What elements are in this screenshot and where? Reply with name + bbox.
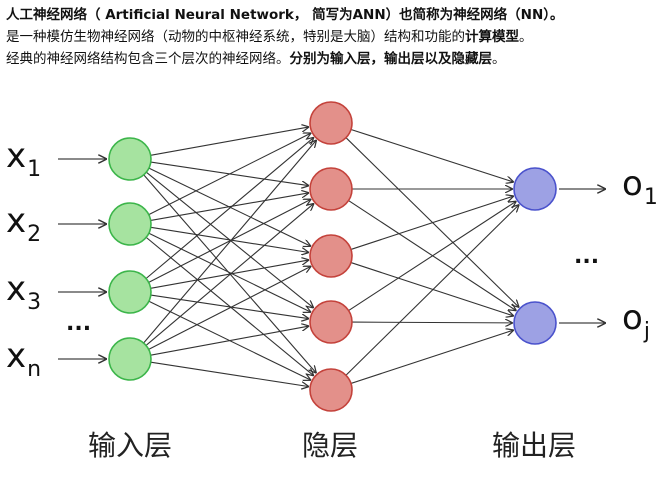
edge-hidden-5-output-2 [350, 330, 513, 384]
edge-input-2-hidden-4 [148, 232, 310, 312]
io-labels: x1 x2 x3 xn o1 oj [6, 136, 658, 382]
input-node-2 [108, 202, 152, 246]
edge-hidden-4-output-1 [348, 202, 516, 311]
nodes [108, 101, 557, 412]
output-node-2 [513, 301, 557, 345]
edge-input-4-hidden-4 [150, 326, 309, 356]
input-layer-label: 输入层 [88, 429, 172, 462]
intro-line-2-end: 。 [519, 29, 533, 45]
output-label-2: oj [622, 298, 650, 344]
hidden-node-5 [309, 368, 353, 412]
hidden-node-1 [309, 101, 353, 145]
intro-line-3-end: 。 [492, 51, 506, 67]
intro-line-2: 是一种模仿生物神经网络（动物的中枢神经系统，特别是大脑）结构和功能的计算模型。 [6, 26, 658, 48]
input-label-3: x3 [6, 269, 41, 315]
io-arrows [58, 159, 605, 359]
edge-input-4-hidden-3 [148, 266, 311, 350]
hidden-node-3 [309, 234, 353, 278]
edge-input-2-hidden-2 [150, 193, 309, 221]
edge-hidden-1-output-1 [350, 128, 513, 181]
edge-input-1-hidden-1 [150, 127, 309, 156]
input-label-1: x1 [6, 136, 41, 182]
edge-hidden-5-output-1 [345, 205, 519, 376]
edge-input-4-hidden-5 [150, 361, 309, 386]
intro-line-2-text: 是一种模仿生物神经网络（动物的中枢神经系统，特别是大脑）结构和功能的 [6, 29, 465, 45]
hidden-node-4 [309, 300, 353, 344]
intro-text: 人工神经网络（ Artificial Neural Network， 简写为AN… [6, 4, 658, 70]
edge-input-4-hidden-1 [143, 141, 316, 344]
edge-hidden-3-output-1 [350, 196, 513, 250]
intro-line-3-text: 经典的神经网络结构包含三个层次的神经网络。 [6, 51, 290, 67]
output-layer-label: 输出层 [492, 429, 576, 462]
output-node-1 [513, 167, 557, 211]
input-label-4: xn [6, 336, 41, 382]
output-label-1: o1 [622, 164, 658, 210]
edge-input-2-hidden-3 [150, 226, 309, 252]
edge-input-4-hidden-2 [145, 204, 313, 346]
input-ellipsis: ... [66, 311, 91, 336]
input-node-4 [108, 337, 152, 381]
edge-hidden-3-output-2 [350, 262, 513, 316]
intro-line-3-emphasis: 分别为输入层，输出层以及隐藏层 [289, 51, 493, 67]
output-ellipsis: ... [574, 244, 599, 269]
edge-hidden-4-output-2 [351, 322, 512, 323]
input-node-3 [108, 270, 152, 314]
edge-input-3-hidden-1 [145, 138, 313, 279]
input-label-2: x2 [6, 201, 41, 247]
edge-input-2-hidden-1 [148, 133, 311, 216]
intro-line-1-text: 人工神经网络（ Artificial Neural Network， 简写为AN… [6, 7, 564, 23]
hidden-node-2 [309, 167, 353, 211]
intro-line-3: 经典的神经网络结构包含三个层次的神经网络。分别为输入层，输出层以及隐藏层。 [6, 48, 658, 70]
edge-input-3-hidden-4 [150, 294, 308, 319]
connections [143, 127, 519, 386]
input-node-1 [108, 137, 152, 181]
intro-line-2-emphasis: 计算模型 [465, 29, 519, 45]
hidden-layer-label: 隐层 [302, 429, 358, 462]
edge-input-3-hidden-2 [148, 199, 311, 283]
intro-line-1: 人工神经网络（ Artificial Neural Network， 简写为AN… [6, 4, 658, 26]
